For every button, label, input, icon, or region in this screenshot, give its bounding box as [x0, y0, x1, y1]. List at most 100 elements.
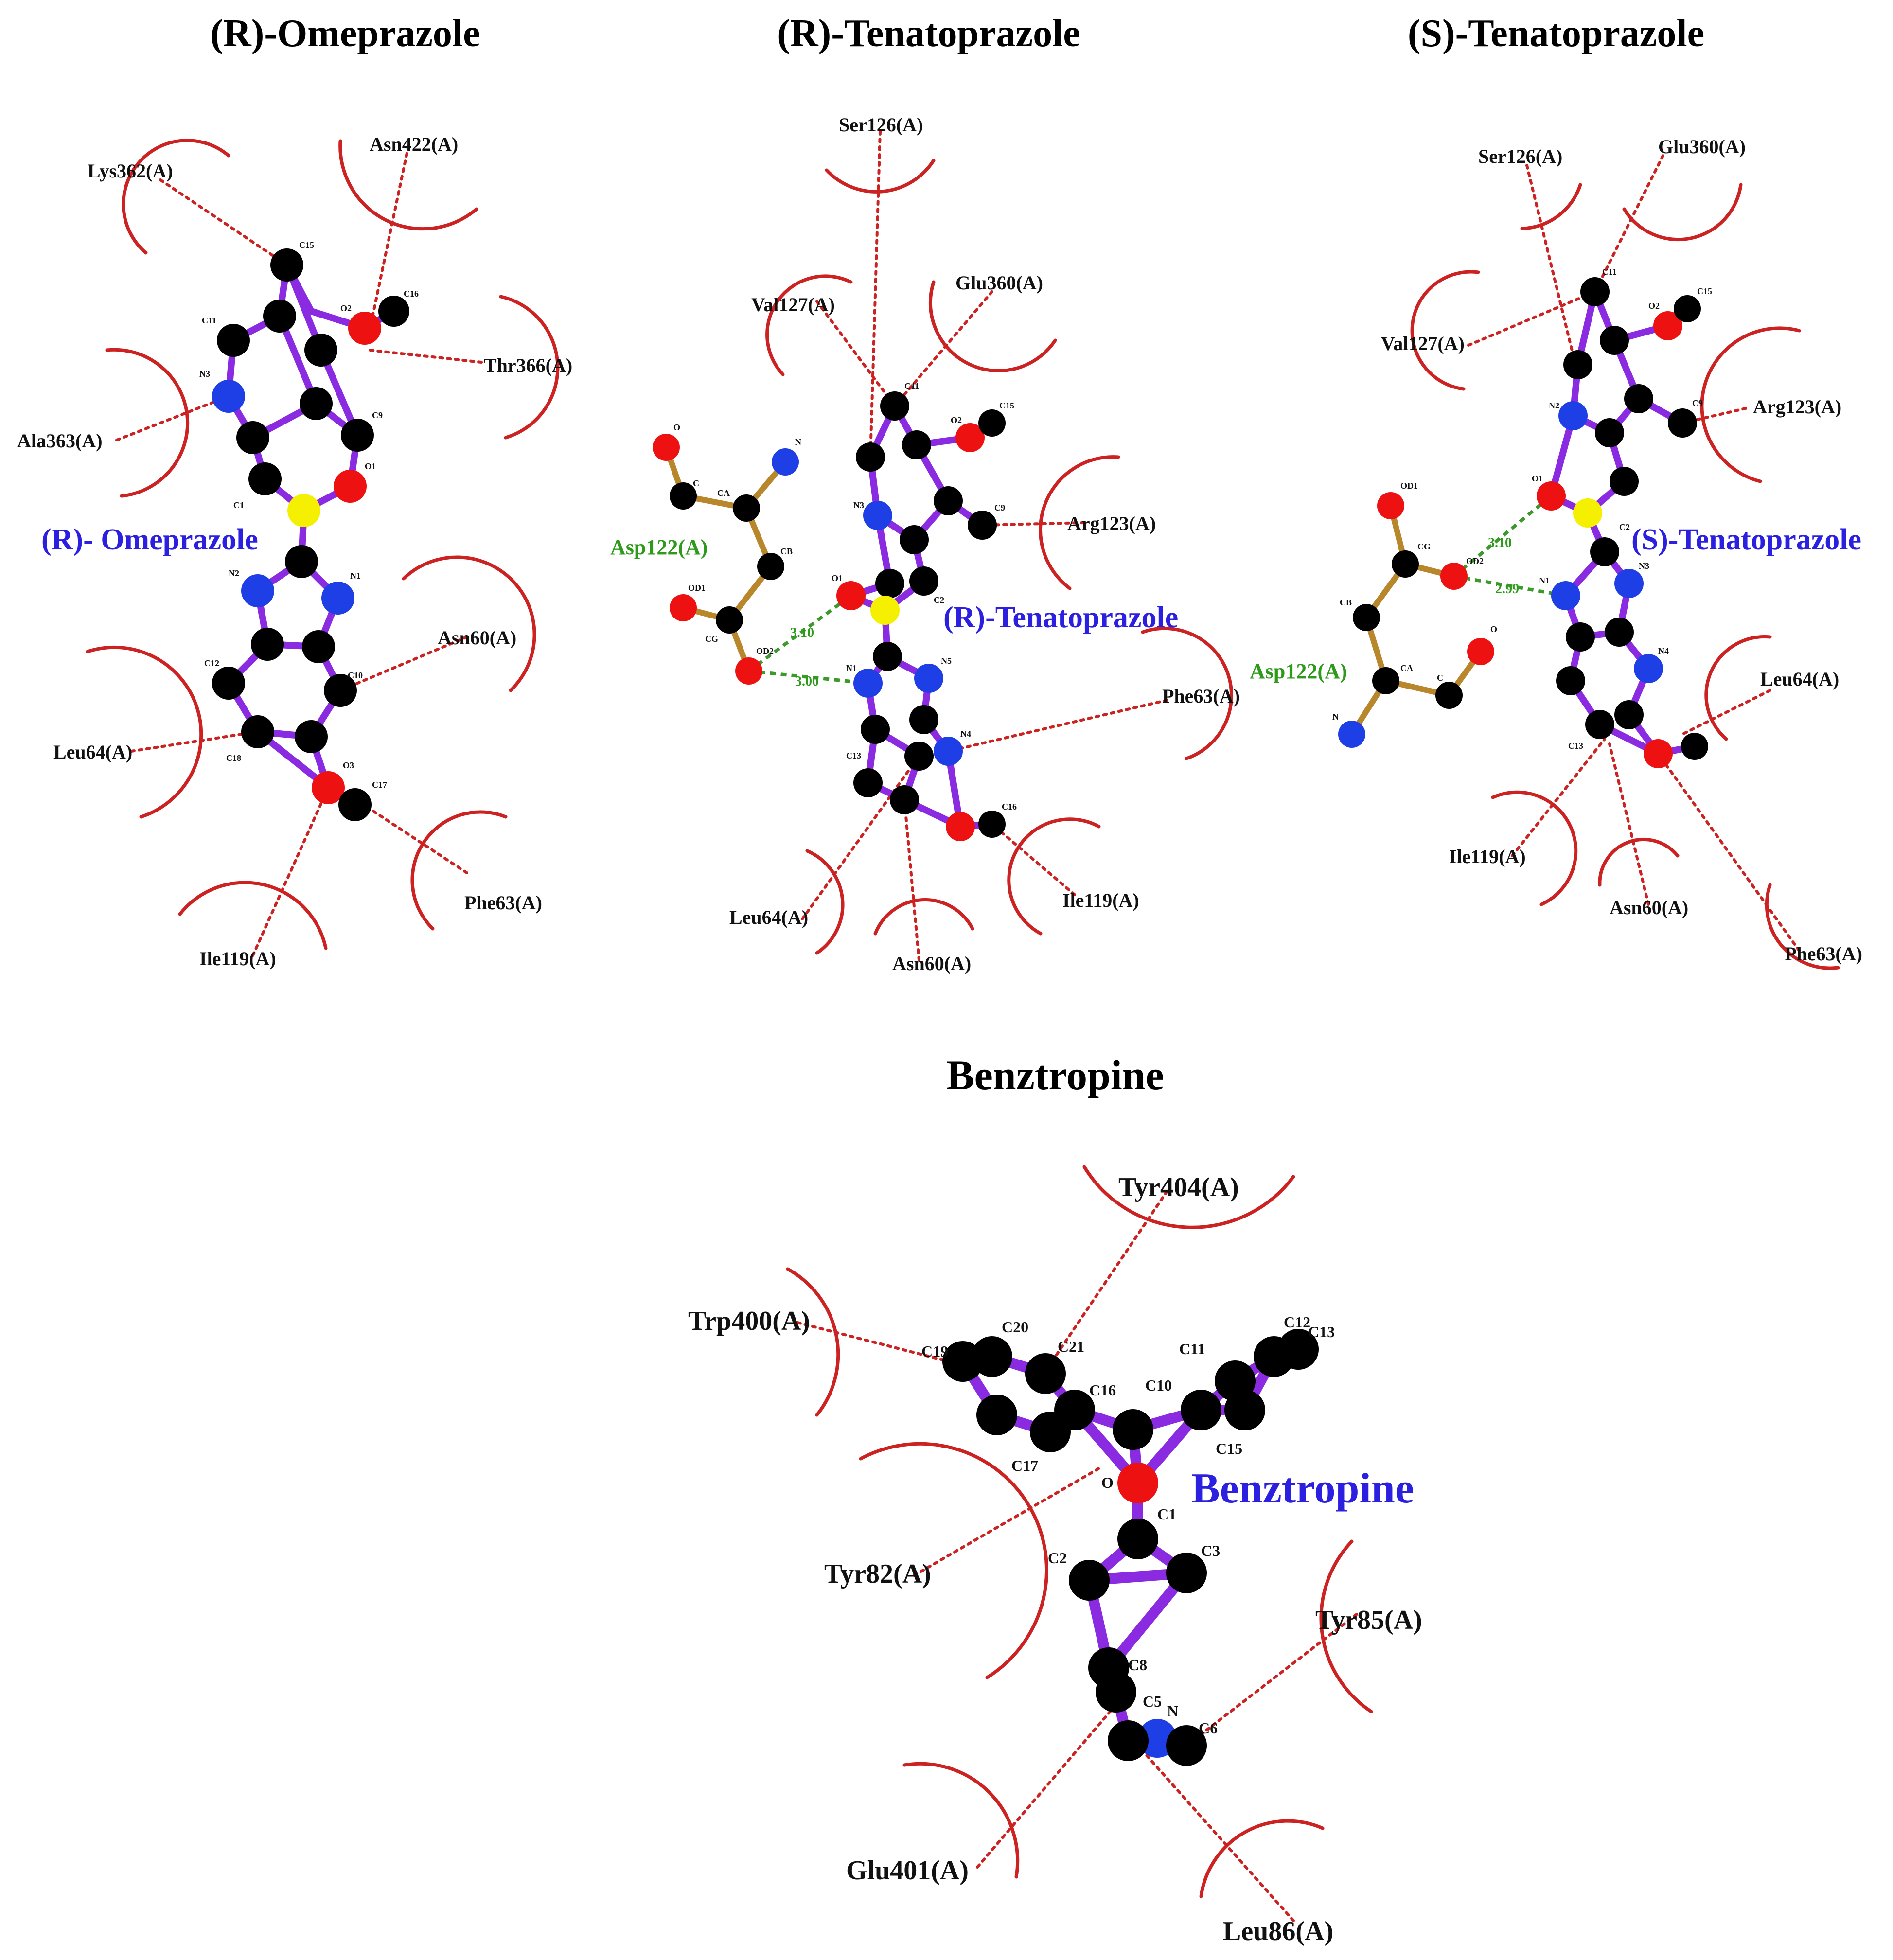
- carbon-atom: [1108, 1720, 1149, 1761]
- carbon-atom: [978, 811, 1006, 838]
- carbon-atom: [1096, 1672, 1136, 1713]
- carbon-atom: [733, 494, 760, 522]
- carbon-atom: [856, 442, 885, 472]
- residue-label: Lys362(A): [88, 160, 173, 182]
- carbon-atom: [304, 334, 337, 367]
- atom-label: O: [1490, 624, 1497, 634]
- residue-label: Tyr404(A): [1118, 1172, 1239, 1202]
- carbon-atom: [1113, 1409, 1153, 1450]
- carbon-atom: [909, 566, 938, 596]
- ligand-label-r-tenatoprazole: (R)-Tenatoprazole: [943, 601, 1178, 634]
- hbond-lines: [747, 594, 868, 685]
- atom-label: C: [693, 478, 699, 488]
- nitrogen-atom: [934, 737, 963, 766]
- carbon-atom: [1605, 618, 1634, 647]
- hydrophobic-arc: [1622, 183, 1743, 242]
- hydrophobic-contact-line: [976, 1700, 1120, 1869]
- hydrophobic-arc: [859, 1442, 1048, 1679]
- ligand-label-benztropine: Benztropine: [1191, 1465, 1414, 1512]
- oxygen-atom: [1467, 638, 1494, 665]
- residue-label: Tyr85(A): [1315, 1605, 1422, 1635]
- atom-label: C8: [1128, 1656, 1147, 1674]
- hydrophobic-arc: [1082, 1165, 1295, 1229]
- oxygen-atom: [955, 423, 985, 452]
- hydrophobic-arcs: [765, 159, 1234, 955]
- hydrophobic-arc: [1410, 270, 1480, 391]
- hydrophobic-contact-line: [991, 823, 1076, 896]
- atom-label: O3: [343, 760, 354, 770]
- hydrophobic-arc: [1007, 817, 1101, 936]
- sulfur-atom: [1573, 498, 1602, 528]
- residue-label: Asn60(A): [1610, 897, 1688, 918]
- carbon-atom: [1392, 550, 1419, 578]
- ligand-atoms: [212, 248, 409, 821]
- atom-label: CB: [1340, 598, 1352, 607]
- oxygen-atom: [1440, 563, 1468, 590]
- carbon-atom: [295, 720, 328, 753]
- hydrophobic-arc: [1598, 838, 1680, 887]
- carbon-atom: [873, 642, 902, 671]
- oxygen-atom: [946, 812, 975, 841]
- carbon-atom: [1600, 326, 1629, 355]
- sulfur-atom: [287, 494, 320, 527]
- carbon-atom: [1278, 1329, 1319, 1370]
- carbon-atom: [1681, 733, 1708, 760]
- atom-label: C11: [1602, 267, 1617, 277]
- atom-label: N4: [1658, 646, 1669, 656]
- carbon-atom: [890, 785, 919, 814]
- atom-label: 3.10: [790, 625, 814, 640]
- hydrophobic-arc: [338, 139, 478, 231]
- residue-label: Glu360(A): [955, 272, 1043, 294]
- hydrophobic-arc: [1141, 626, 1234, 760]
- hydrophobic-arc: [1039, 455, 1120, 590]
- oxygen-atom: [670, 594, 697, 621]
- hydrophobic-contact-line: [358, 801, 468, 874]
- residue-label: Leu64(A): [1760, 668, 1839, 690]
- atom-label: C1: [233, 500, 244, 510]
- residue-label: Ser126(A): [839, 114, 923, 136]
- atom-label: OD2: [756, 646, 774, 656]
- atom-labels: C20 C19 C21 C11 C12 C13 C16 C10 C17 C15 …: [921, 1313, 1335, 1737]
- residue-label: Glu401(A): [846, 1855, 969, 1886]
- atom-labels: O N C CA CB OD1 CG OD2 C11 C15 O2 N3 C9 …: [673, 381, 1017, 812]
- atom-label: C11: [1179, 1340, 1205, 1358]
- atom-label: C12: [204, 658, 219, 668]
- hydrophobic-contact-line: [368, 144, 410, 332]
- atom-labels: OD1 CG OD2 CB CA C O N C11 C15 O2 N2 C9 …: [1332, 267, 1712, 751]
- carbon-atom: [1674, 295, 1701, 322]
- atom-label: C13: [846, 751, 861, 760]
- hydrophobic-contact-line: [115, 395, 230, 441]
- residue-label: Ser126(A): [1478, 145, 1562, 167]
- panel-title-r-tenatoprazole: (R)-Tenatoprazole: [777, 12, 1080, 55]
- oxygen-atom: [312, 771, 345, 804]
- atom-label: O2: [951, 415, 962, 425]
- atom-label: C2: [1048, 1549, 1067, 1567]
- carbon-atom: [1215, 1360, 1256, 1401]
- residue-label: Val127(A): [751, 294, 835, 316]
- oxygen-atom: [348, 312, 381, 345]
- oxygen-atom: [1377, 492, 1404, 519]
- atom-label: C9: [994, 503, 1005, 512]
- atom-label: C2: [934, 595, 944, 605]
- hydrophobic-arc: [1520, 183, 1582, 230]
- hydrophobic-arc: [1765, 883, 1840, 970]
- atom-label: N4: [960, 729, 971, 739]
- carbon-atom: [1372, 667, 1399, 694]
- residue-label: Phe63(A): [1785, 943, 1862, 965]
- atom-label: C15: [299, 240, 314, 250]
- hydrophobic-contact-line: [159, 178, 288, 266]
- hydrophobic-contact-line: [130, 730, 259, 753]
- hydrophobic-contact-lines: [801, 130, 1168, 962]
- hydrophobic-contact-line: [913, 1467, 1100, 1577]
- residue-label: Ile119(A): [1062, 889, 1139, 911]
- hydrophobic-arc: [122, 139, 230, 255]
- atom-label: CG: [705, 634, 718, 644]
- atom-label: O: [673, 423, 680, 432]
- carbon-atom: [1556, 666, 1585, 695]
- hydrophobic-contact-line: [1657, 752, 1801, 952]
- atom-label: O1: [1532, 474, 1543, 483]
- hydrophobic-contact-line: [869, 130, 882, 459]
- oxygen-atom: [836, 581, 866, 610]
- atom-label: C13: [1308, 1323, 1335, 1341]
- atom-label: C12: [1284, 1313, 1310, 1331]
